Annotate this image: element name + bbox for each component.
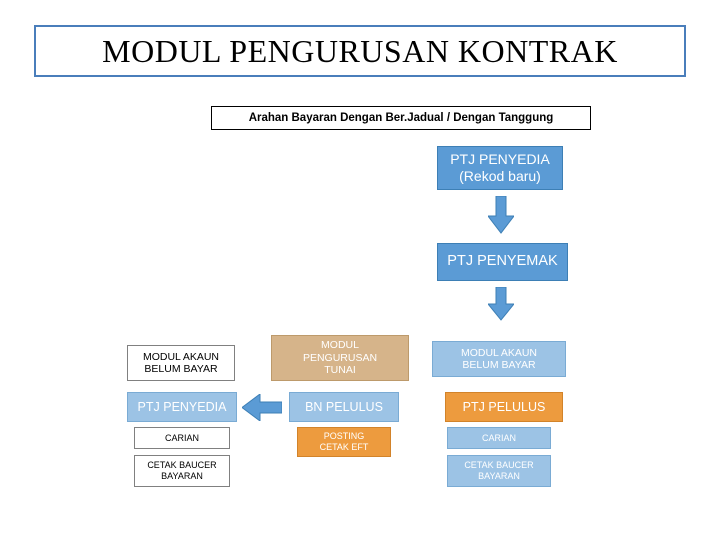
node-label: CARIAN	[164, 432, 199, 443]
node-label-line3: TUNAI	[324, 364, 356, 377]
node-label-line2: BAYARAN	[478, 471, 520, 481]
node-action-carian-col1[interactable]: CARIAN	[134, 427, 230, 449]
arrow-left-icon-svg	[241, 393, 283, 422]
node-label-line2: (Rekod baru)	[459, 168, 541, 184]
node-label-line2: BAYARAN	[161, 471, 203, 481]
node-label: CARIAN	[481, 432, 516, 443]
node-ptj-penyemak[interactable]: PTJ PENYEMAK	[437, 243, 568, 281]
node-label-line2: PENGURUSAN	[302, 351, 378, 364]
node-label-line1: MODUL AKAUN	[142, 350, 220, 363]
node-label-line1: MODUL AKAUN	[460, 346, 538, 359]
node-label: BN PELULUS	[305, 399, 383, 414]
node-role-ptj-penyedia[interactable]: PTJ PENYEDIA	[127, 392, 237, 422]
node-label-line1: CETAK BAUCER	[147, 460, 217, 471]
node-action-cetak-baucer-bayaran-col1[interactable]: CETAK BAUCER BAYARAN	[134, 455, 230, 487]
node-modul-akaun-belum-bayar-col1[interactable]: MODUL AKAUN BELUM BAYAR	[127, 345, 235, 381]
subtitle-text: Arahan Bayaran Dengan Ber.Jadual / Denga…	[248, 112, 554, 124]
arrow-down-icon-svg	[486, 286, 516, 321]
node-label-line1: CETAK BAUCER	[464, 460, 534, 471]
node-role-bn-pelulus[interactable]: BN PELULUS	[289, 392, 399, 422]
node-label-line2: BELUM BAYAR	[144, 363, 218, 375]
arrow-down-icon	[486, 286, 516, 326]
node-modul-pengurusan-tunai[interactable]: MODUL PENGURUSAN TUNAI	[271, 335, 409, 381]
node-label: PTJ PELULUS	[462, 399, 546, 414]
node-modul-akaun-belum-bayar-col3[interactable]: MODUL AKAUN BELUM BAYAR	[432, 341, 566, 377]
slide-title-box: MODUL PENGURUSAN KONTRAK	[34, 25, 686, 77]
node-label-line2: BELUM BAYAR	[462, 359, 536, 371]
node-label-line1: POSTING	[323, 431, 365, 442]
node-role-ptj-pelulus[interactable]: PTJ PELULUS	[445, 392, 563, 422]
arrow-down-icon	[486, 195, 516, 239]
node-label: PTJ PENYEDIA	[137, 399, 227, 414]
node-action-cetak-baucer-bayaran-col3[interactable]: CETAK BAUCER BAYARAN	[447, 455, 551, 487]
node-label-line1: MODUL	[321, 339, 359, 352]
node-label-line2: CETAK EFT	[319, 442, 369, 452]
node-ptj-penyedia-rekod-baru[interactable]: PTJ PENYEDIA (Rekod baru)	[437, 146, 563, 190]
arrow-left-icon	[241, 393, 283, 426]
page-title: MODUL PENGURUSAN KONTRAK	[102, 32, 618, 69]
arrow-down-icon-svg	[486, 195, 516, 234]
node-label: PTJ PENYEMAK	[447, 253, 558, 270]
node-action-posting-cetak-eft[interactable]: POSTING CETAK EFT	[297, 427, 391, 457]
node-action-carian-col3[interactable]: CARIAN	[447, 427, 551, 449]
subtitle-box: Arahan Bayaran Dengan Ber.Jadual / Denga…	[211, 106, 591, 130]
node-label-line1: PTJ PENYEDIA	[450, 151, 550, 168]
